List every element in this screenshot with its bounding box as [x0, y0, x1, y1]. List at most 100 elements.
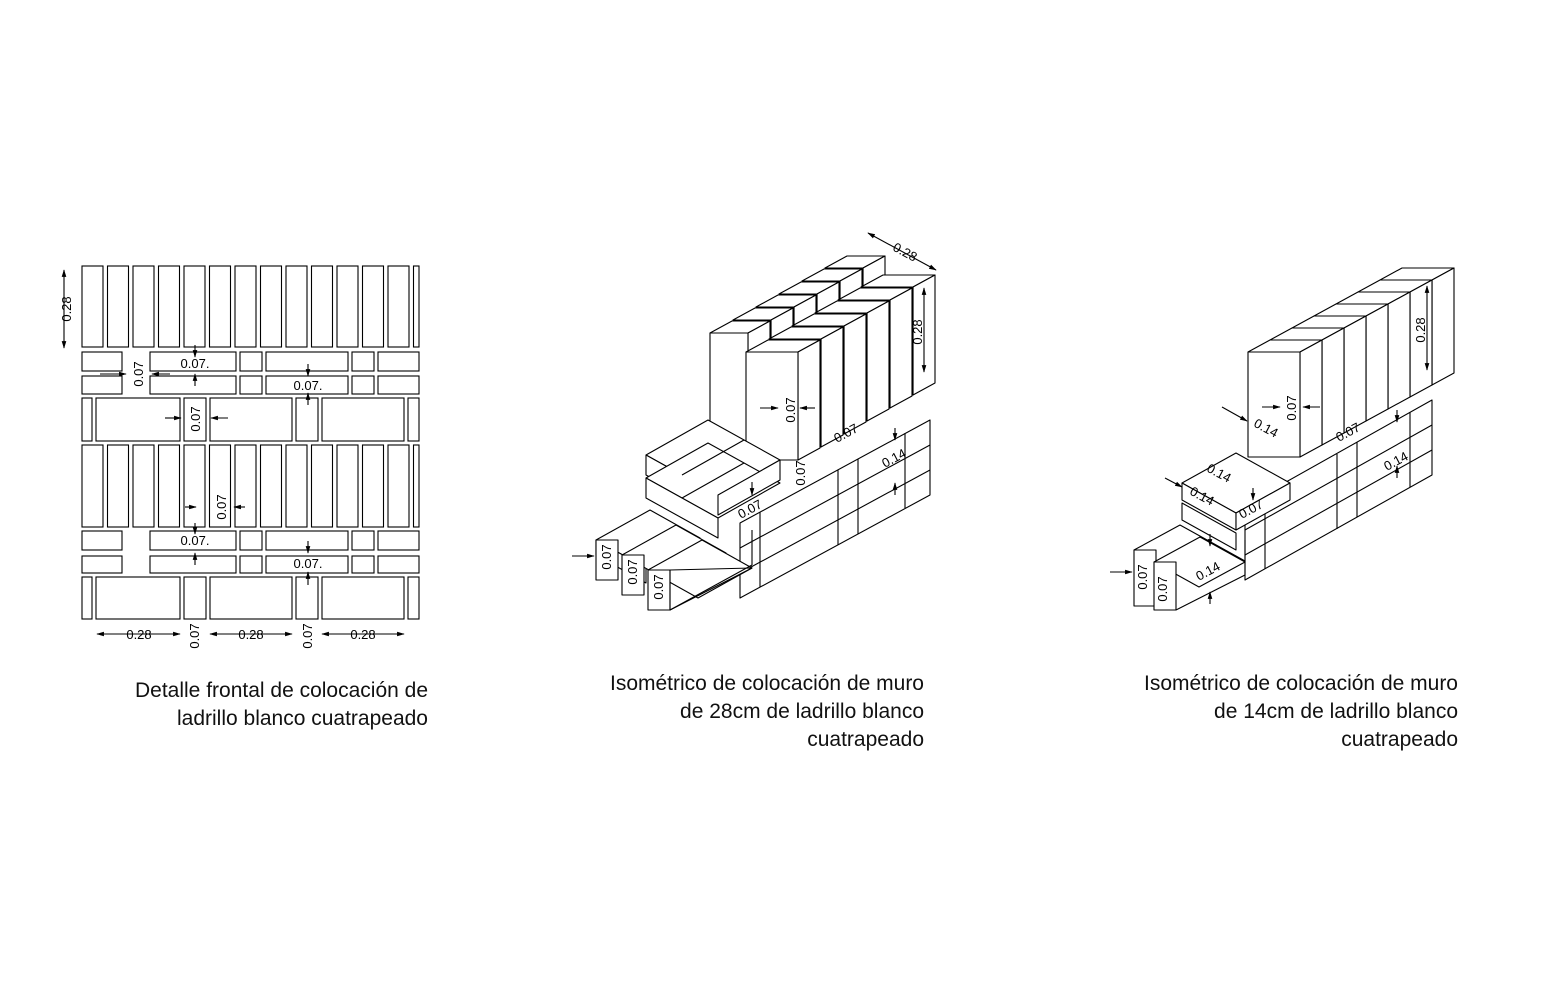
brick [377, 351, 420, 372]
brick-side-face [866, 300, 890, 422]
brick [351, 555, 375, 574]
brick [81, 397, 93, 442]
brick [336, 444, 359, 528]
brick [259, 444, 283, 528]
brick [81, 555, 123, 574]
brick [407, 576, 420, 620]
dim-joint: 0.07 [1284, 395, 1299, 420]
dim-course-height: 0.28 [59, 296, 74, 321]
brick-side-face [797, 339, 821, 461]
isometric-28cm-drawing: 0.28 0.28 0.07 0.07 0.07 0.07 0.14 0.07 … [572, 232, 937, 611]
brick-side-face [1299, 339, 1323, 458]
brick [351, 351, 375, 372]
brick [183, 397, 207, 442]
dim-joint-bottom: 0.07 [187, 623, 202, 648]
caption-line: Isométrico de colocación de muro [610, 672, 924, 695]
brick [377, 555, 420, 574]
dim-joint-label: 0.07 [188, 406, 203, 431]
brick [377, 375, 420, 395]
brick [387, 444, 410, 528]
front-dimensions [61, 269, 405, 637]
brick [265, 351, 349, 372]
upright-brick-stack [709, 255, 936, 461]
brick [239, 351, 263, 372]
dim-joint: 0.07 [651, 574, 666, 599]
dim-joint-label: 0.07 [214, 494, 229, 519]
brick [81, 444, 104, 528]
brick [234, 265, 257, 348]
brick [149, 555, 237, 574]
horizontal-brick-layers [645, 419, 781, 539]
brick [209, 397, 293, 442]
brick [321, 397, 405, 442]
brick [209, 576, 293, 620]
caption-line: ladrillo blanco cuatrapeado [176, 707, 428, 730]
brick [208, 265, 232, 348]
brick [81, 265, 104, 348]
brick [132, 265, 155, 348]
front-detail-caption: Detalle frontal de colocación de ladrill… [60, 677, 428, 733]
brick [183, 576, 207, 620]
dim-brick-length: 0.28 [126, 627, 151, 642]
brick-pattern [81, 265, 420, 620]
iso14-dimensions [1110, 285, 1430, 604]
brick [310, 265, 334, 348]
brick-side-face [1431, 267, 1455, 386]
dim-joint-label: 0.07. [294, 378, 323, 393]
brick [295, 576, 319, 620]
brick [351, 530, 375, 551]
dim-joint-label: 0.07. [181, 533, 210, 548]
dim-top-width: 0.28 [890, 239, 919, 264]
dim-stack-height: 0.28 [1413, 317, 1428, 342]
brick [321, 576, 405, 620]
brick [81, 576, 93, 620]
brick [157, 265, 181, 348]
brick [81, 530, 123, 551]
brick [95, 397, 181, 442]
brick [95, 576, 181, 620]
brick [407, 397, 420, 442]
front-dimension-texts: 0.28 0.07. 0.07. 0.07 0.07 0.07 0.07. 0.… [59, 296, 376, 648]
isometric-14cm-drawing: 0.28 0.07 0.14 0.07 0.14 0.14 0.14 0.07 … [1110, 267, 1455, 611]
brick [310, 444, 334, 528]
caption-line: cuatrapeado [1341, 728, 1458, 751]
brick [285, 265, 308, 348]
dim-joint: 0.07 [1135, 564, 1150, 589]
horizontal-brick-layers [1181, 452, 1291, 551]
brick [106, 265, 130, 348]
dim-brick-length: 0.28 [350, 627, 375, 642]
brick [351, 375, 375, 395]
brick [377, 530, 420, 551]
front-detail-drawing: 0.28 0.07. 0.07. 0.07 0.07 0.07 0.07. 0.… [59, 265, 420, 649]
brick [336, 265, 359, 348]
brick [149, 375, 237, 395]
dim-joint: 0.07 [599, 544, 614, 569]
brick-side-face [843, 313, 867, 435]
dim-joint-label: 0.07. [181, 356, 210, 371]
brick [285, 444, 308, 528]
dim-brick-length: 0.28 [238, 627, 263, 642]
brick [234, 444, 257, 528]
brick [412, 265, 420, 348]
dim-joint-label: 0.07 [131, 361, 146, 386]
brick [239, 375, 263, 395]
iso28-dimensions [572, 232, 937, 559]
brick [239, 530, 263, 551]
caption-line: de 14cm de ladrillo blanco [1214, 700, 1458, 723]
brick [183, 265, 206, 348]
isometric-14cm-caption: Isométrico de colocación de muro de 14cm… [1050, 670, 1458, 754]
dim-stack-height: 0.28 [910, 319, 925, 344]
caption-line: Isométrico de colocación de muro [1144, 672, 1458, 695]
brick [183, 444, 206, 528]
dim-joint: 0.07 [793, 460, 808, 485]
brick [387, 265, 410, 348]
caption-line: cuatrapeado [807, 728, 924, 751]
dim-joint: 0.07 [783, 397, 798, 422]
brick-side-face [1343, 315, 1367, 434]
brick-side-face [1387, 291, 1411, 410]
end-brick-rows [595, 509, 753, 611]
brick [259, 265, 283, 348]
brick [361, 444, 385, 528]
dim-joint: 0.07 [1155, 576, 1170, 601]
